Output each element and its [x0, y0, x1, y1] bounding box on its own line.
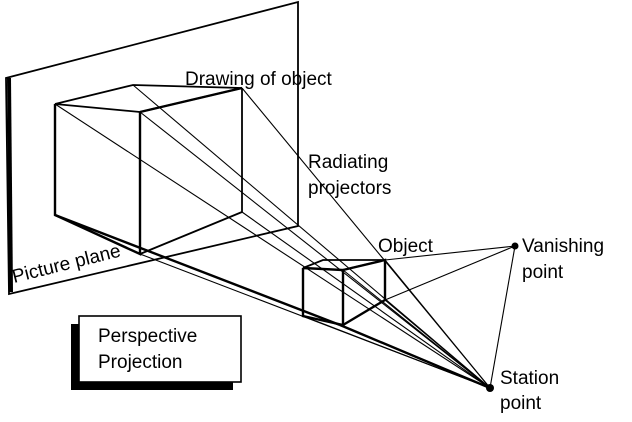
base-line: [54, 213, 491, 390]
label-projectors: projectors: [308, 178, 391, 199]
label-station: Station: [500, 368, 559, 389]
label-radiating: Radiating: [308, 152, 388, 173]
title-box: Perspective Projection: [71, 315, 242, 390]
title-line-1: Perspective: [98, 326, 197, 347]
label-vanishing: Vanishing: [522, 236, 604, 257]
label-object: Object: [378, 236, 434, 257]
picture-plane: [5, 0, 299, 296]
object-projectors: [302, 259, 491, 389]
vanishing-point-dot: [511, 242, 519, 250]
title-box-frame: [78, 315, 242, 383]
vanishing-lines: [384, 245, 516, 389]
label-station-point: point: [500, 393, 542, 414]
title-line-2: Projection: [98, 352, 183, 373]
label-vanishing-point: point: [522, 262, 564, 283]
label-drawing-of-object: Drawing of object: [185, 69, 333, 90]
station-point-dot: [486, 384, 494, 392]
